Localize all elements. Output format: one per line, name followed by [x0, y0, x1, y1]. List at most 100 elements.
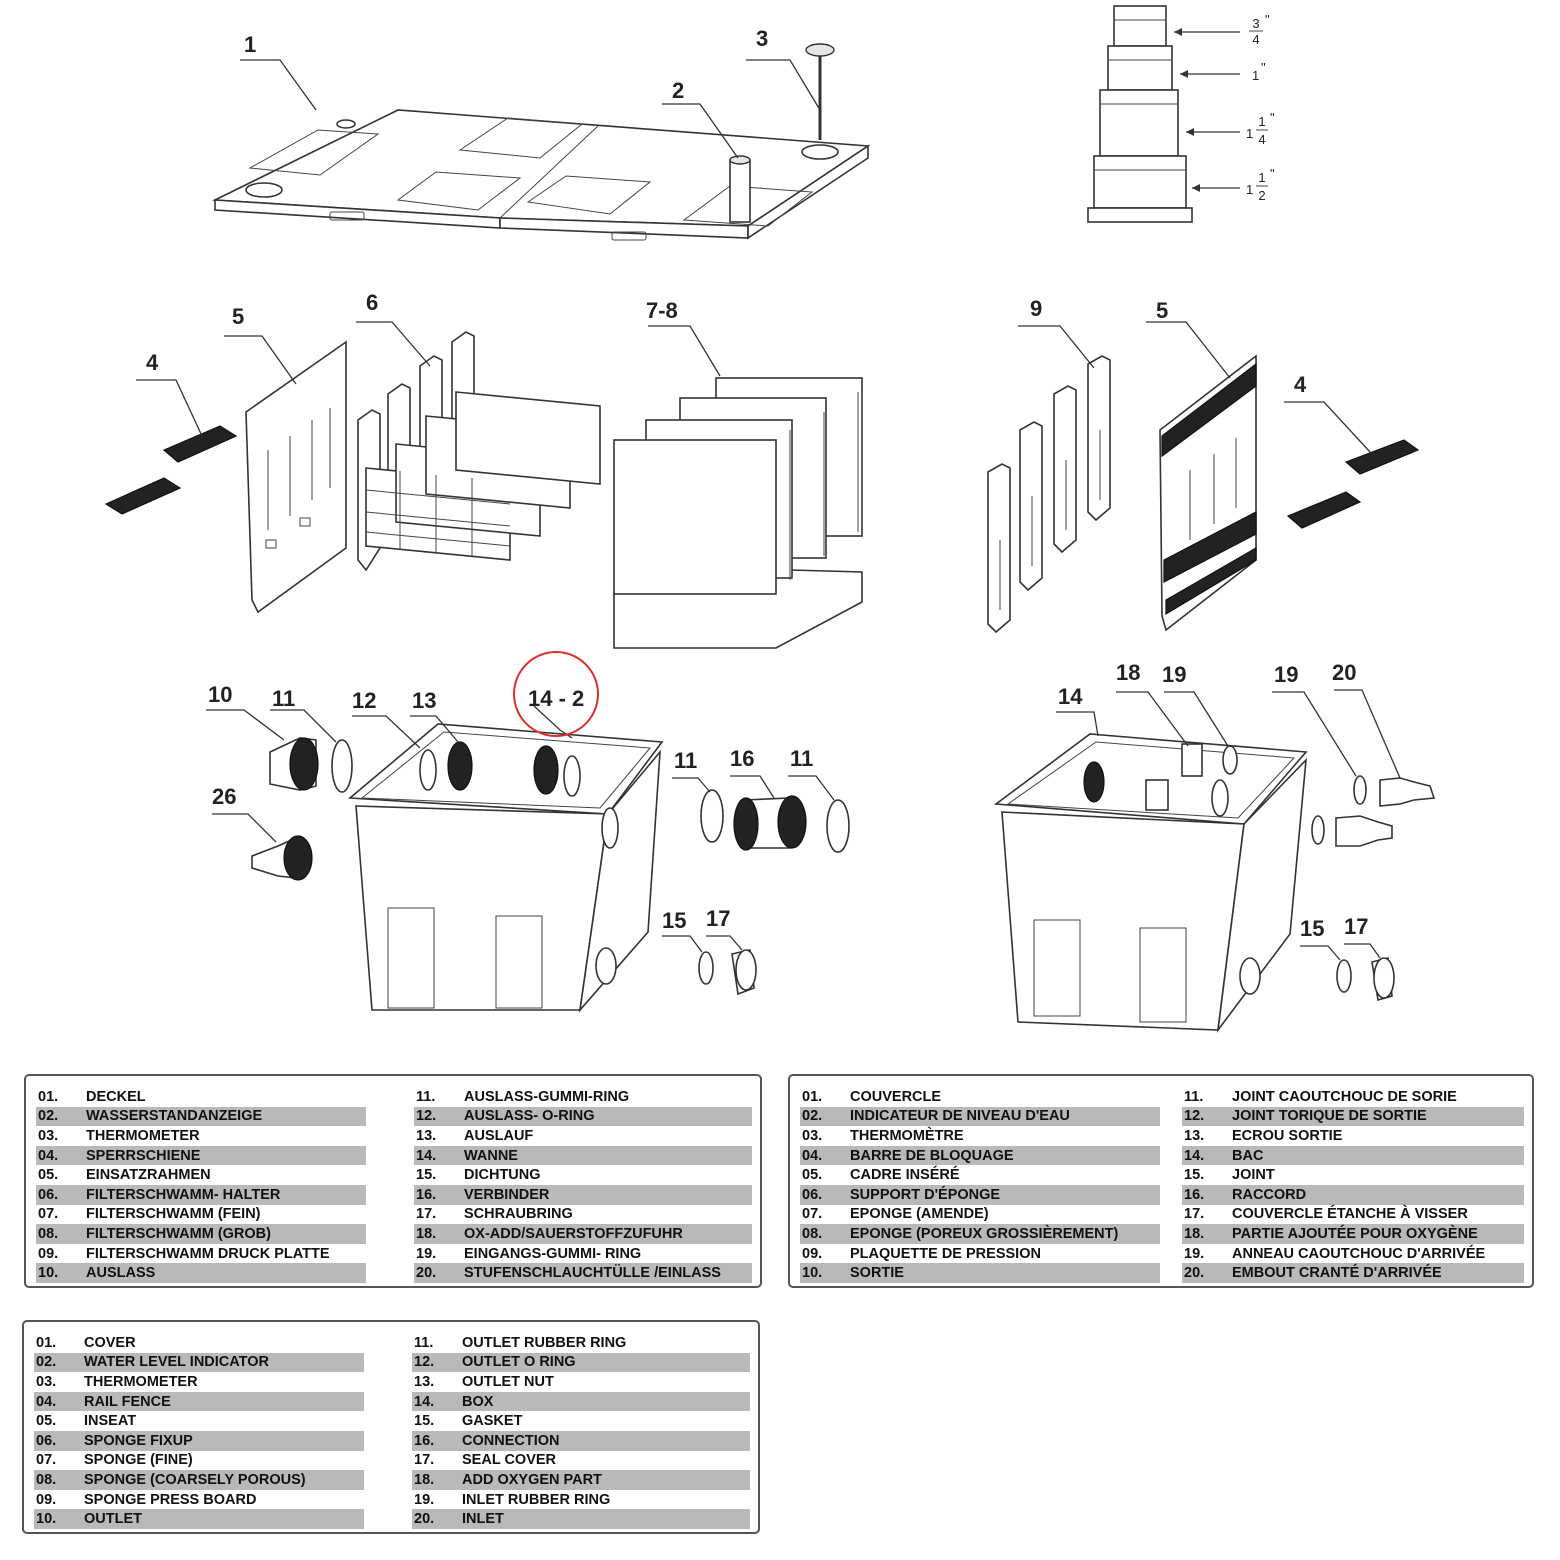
table-row: 17.COUVERCLE ÉTANCHE À VISSER	[1182, 1205, 1524, 1225]
svg-text:": "	[1265, 12, 1270, 27]
part-number: 02.	[36, 1354, 57, 1371]
size-label-3-4: 3 4 "	[1249, 12, 1270, 47]
table-row: 07. FILTERSCHWAMM (FEIN)	[36, 1205, 366, 1225]
part-name: SORTIE	[850, 1265, 904, 1282]
svg-text:": "	[1261, 60, 1266, 75]
callout-5-right: 5	[1156, 298, 1168, 323]
callout-16: 16	[730, 746, 754, 771]
sponge-grid-drawing	[365, 391, 601, 561]
part-name: INLET RUBBER RING	[462, 1491, 611, 1508]
part-number: 13.	[1184, 1127, 1205, 1144]
table-row: 04.RAIL FENCE	[34, 1391, 364, 1412]
part-name: FILTERSCHWAMM- HALTER	[86, 1186, 281, 1203]
table-row: 05.CADRE INSÉRÉ	[800, 1165, 1160, 1185]
table-row: 07.EPONGE (AMENDE)	[800, 1205, 1160, 1225]
svg-text:1: 1	[1258, 170, 1265, 185]
part-name: BAC	[1232, 1147, 1264, 1164]
part-number: 14.	[1184, 1147, 1205, 1164]
part-number: 08.	[802, 1225, 823, 1242]
part-number: 17.	[1184, 1206, 1205, 1223]
part-name: EPONGE (POREUX GROSSIÈREMENT)	[850, 1225, 1119, 1242]
callout-10: 10	[208, 682, 232, 707]
part-name: AUSLASS	[86, 1265, 156, 1282]
outlet-rubber-ring-left-drawing	[331, 739, 353, 793]
table-row: 15.DICHTUNG	[414, 1165, 752, 1185]
outlet-drawing	[269, 737, 319, 791]
part-number: 14.	[414, 1393, 435, 1410]
part-number: 20.	[1184, 1265, 1205, 1282]
table-row: 10.OUTLET	[34, 1509, 364, 1529]
part-name: SPONGE PRESS BOARD	[84, 1491, 257, 1508]
callout-11-c: 11	[790, 746, 813, 771]
table-row: 13.ECROU SORTIE	[1182, 1126, 1524, 1146]
table-row: 20.INLET	[412, 1509, 750, 1529]
part-name: AUSLASS-GUMMI-RING	[464, 1088, 630, 1105]
callout-7-8: 7-8	[646, 298, 678, 323]
callout-11-a: 11	[272, 686, 295, 711]
table-row: 12.AUSLASS- O-RING	[414, 1106, 752, 1127]
part-name: JOINT	[1232, 1167, 1275, 1184]
part-name: SPERRSCHIENE	[86, 1147, 201, 1164]
callout-4-left: 4	[146, 350, 159, 375]
part-name: THERMOMETER	[86, 1127, 200, 1144]
callout-6: 6	[366, 290, 378, 315]
table-row: 09. SPONGE PRESS BOARD	[34, 1490, 364, 1510]
part-number: 02.	[38, 1108, 59, 1125]
table-row: 02.WASSERSTANDANZEIGE	[36, 1106, 366, 1127]
svg-text:1: 1	[1246, 126, 1253, 141]
part-name: INSEAT	[84, 1413, 137, 1430]
outlet-nut-drawing	[419, 741, 581, 797]
table-row: 18.ADD OXYGEN PART	[412, 1470, 750, 1490]
table-row: 02.WATER LEVEL INDICATOR	[34, 1352, 364, 1373]
table-row: 20. EMBOUT CRANTÉ D'ARRIVÉE	[1182, 1263, 1524, 1283]
stepped-hose-tail-drawing	[1087, 5, 1240, 223]
part-number: 11.	[1184, 1088, 1204, 1105]
callout-12: 12	[352, 688, 376, 713]
box-left-drawing	[347, 723, 664, 1013]
part-name: COUVERCLE	[850, 1088, 942, 1105]
part-name: AUSLAUF	[464, 1127, 534, 1144]
part-name: EPONGE (AMENDE)	[850, 1206, 989, 1223]
part-name: VERBINDER	[464, 1186, 550, 1203]
table-row: 15.JOINT	[1182, 1165, 1524, 1185]
part-name: FILTERSCHWAMM (GROB)	[86, 1225, 271, 1242]
rail-fence-left-drawing	[104, 425, 238, 515]
table-row: 06.SUPPORT D'ÉPONGE	[800, 1184, 1160, 1205]
part-number: 01.	[38, 1088, 59, 1105]
table-row: 07.SPONGE (FINE)	[34, 1451, 364, 1471]
part-name: DICHTUNG	[464, 1167, 541, 1184]
part-number: 19.	[414, 1491, 435, 1508]
part-number: 10.	[36, 1511, 57, 1528]
part-name: EMBOUT CRANTÉ D'ARRIVÉE	[1232, 1265, 1442, 1282]
table-row: 08. EPONGE (POREUX GROSSIÈREMENT)	[800, 1224, 1160, 1244]
part-name: OUTLET RUBBER RING	[462, 1334, 627, 1351]
table-row: 08.FILTERSCHWAMM (GROB)	[36, 1224, 366, 1244]
part-name: SEAL COVER	[462, 1452, 557, 1469]
callout-1: 1	[244, 32, 256, 57]
svg-text:3: 3	[1252, 16, 1259, 31]
part-number: 03.	[802, 1127, 823, 1144]
part-number: 15.	[414, 1413, 435, 1430]
part-number: 10.	[38, 1265, 59, 1282]
part-name: CADRE INSÉRÉ	[850, 1167, 960, 1184]
part-number: 07.	[38, 1206, 59, 1223]
table-row: 14.WANNE	[414, 1145, 752, 1166]
part-number: 18.	[414, 1471, 435, 1488]
table-row: 03.THERMOMÈTRE	[800, 1126, 1160, 1146]
part-number: 17.	[416, 1206, 437, 1223]
part-number: 06.	[802, 1186, 823, 1203]
part-number: 17.	[414, 1452, 435, 1469]
part-name: FILTERSCHWAMM (FEIN)	[86, 1206, 261, 1223]
callout-3: 3	[756, 26, 768, 51]
part-name: BOX	[462, 1393, 494, 1410]
table-row: 01.COUVERCLE	[800, 1087, 1160, 1107]
part-number: 05.	[38, 1167, 59, 1184]
part-number: 02.	[802, 1108, 823, 1125]
thermometer-drawing	[805, 43, 835, 140]
part-number: 20.	[414, 1511, 435, 1528]
gasket-seal-cover-right-drawing	[1336, 957, 1395, 1002]
table-row: 03.THERMOMETER	[34, 1372, 364, 1392]
part-number: 09.	[36, 1491, 57, 1508]
